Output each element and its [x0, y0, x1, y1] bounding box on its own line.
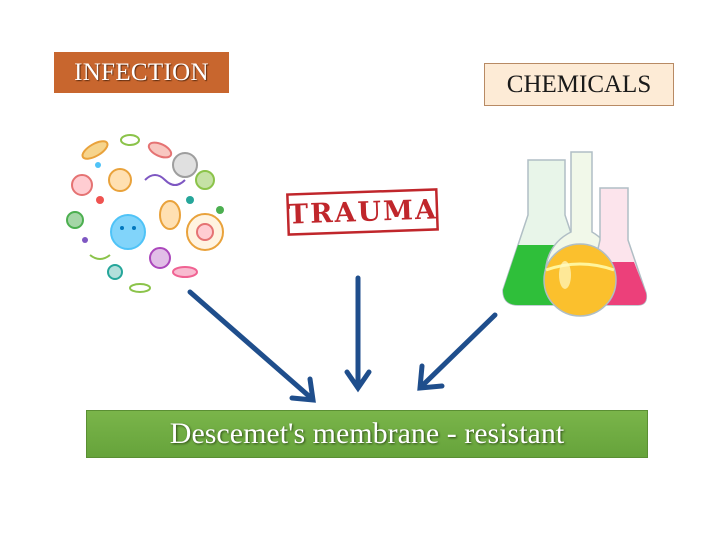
infection-label: INFECTION	[54, 52, 229, 93]
descemet-membrane-banner: Descemet's membrane - resistant	[86, 410, 648, 458]
trauma-text: TRAUMA	[288, 194, 439, 230]
chemicals-label: CHEMICALS	[484, 63, 674, 106]
trauma-stamp: TRAUMA	[286, 188, 439, 236]
